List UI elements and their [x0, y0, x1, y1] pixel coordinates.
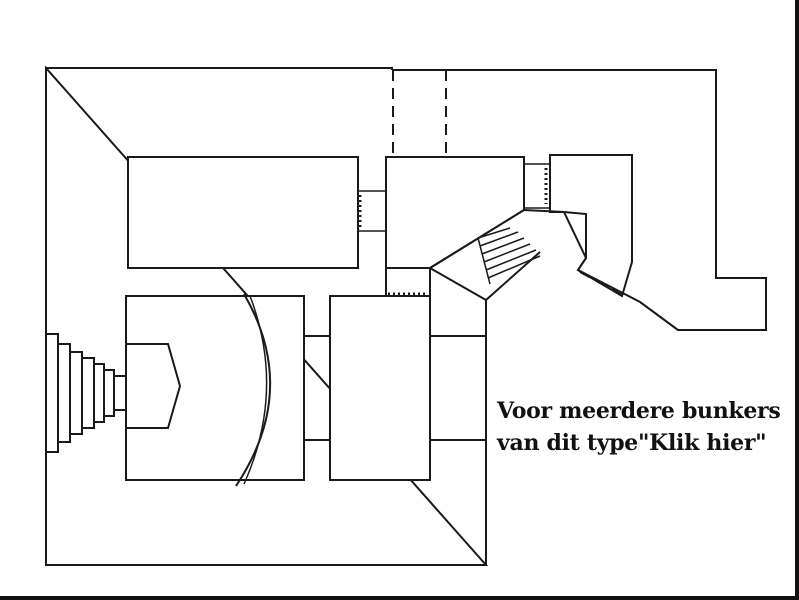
- stair-wedge: [429, 208, 679, 331]
- room-right: [549, 154, 633, 298]
- curved-embrasure-inner: [243, 295, 268, 485]
- caption-line-1[interactable]: Voor meerdere bunkers: [497, 398, 781, 424]
- corridor-right-lower: [429, 296, 487, 565]
- more-bunkers-link[interactable]: Voor meerdere bunkers van dit type"Klik …: [497, 395, 781, 459]
- stairs: [477, 227, 541, 285]
- room-middle-lower: [329, 295, 431, 481]
- curved-embrasure-wall: [235, 293, 272, 487]
- caption-line-2[interactable]: van dit type"Klik hier": [497, 430, 767, 456]
- room-central-upper: [385, 156, 525, 269]
- room-large-left: [125, 295, 305, 481]
- room-top-left: [127, 156, 359, 269]
- central-lower-strip: [385, 267, 431, 297]
- connector-top: [357, 190, 387, 232]
- link-lines: [304, 335, 330, 441]
- frame-right-border: [795, 0, 799, 600]
- connector-right: [523, 163, 551, 209]
- room-right-dashed-wall: [579, 271, 625, 297]
- frame-bottom-border: [0, 596, 799, 600]
- stepped-gun-barrel: [45, 333, 127, 453]
- gun-chamber: [126, 343, 182, 429]
